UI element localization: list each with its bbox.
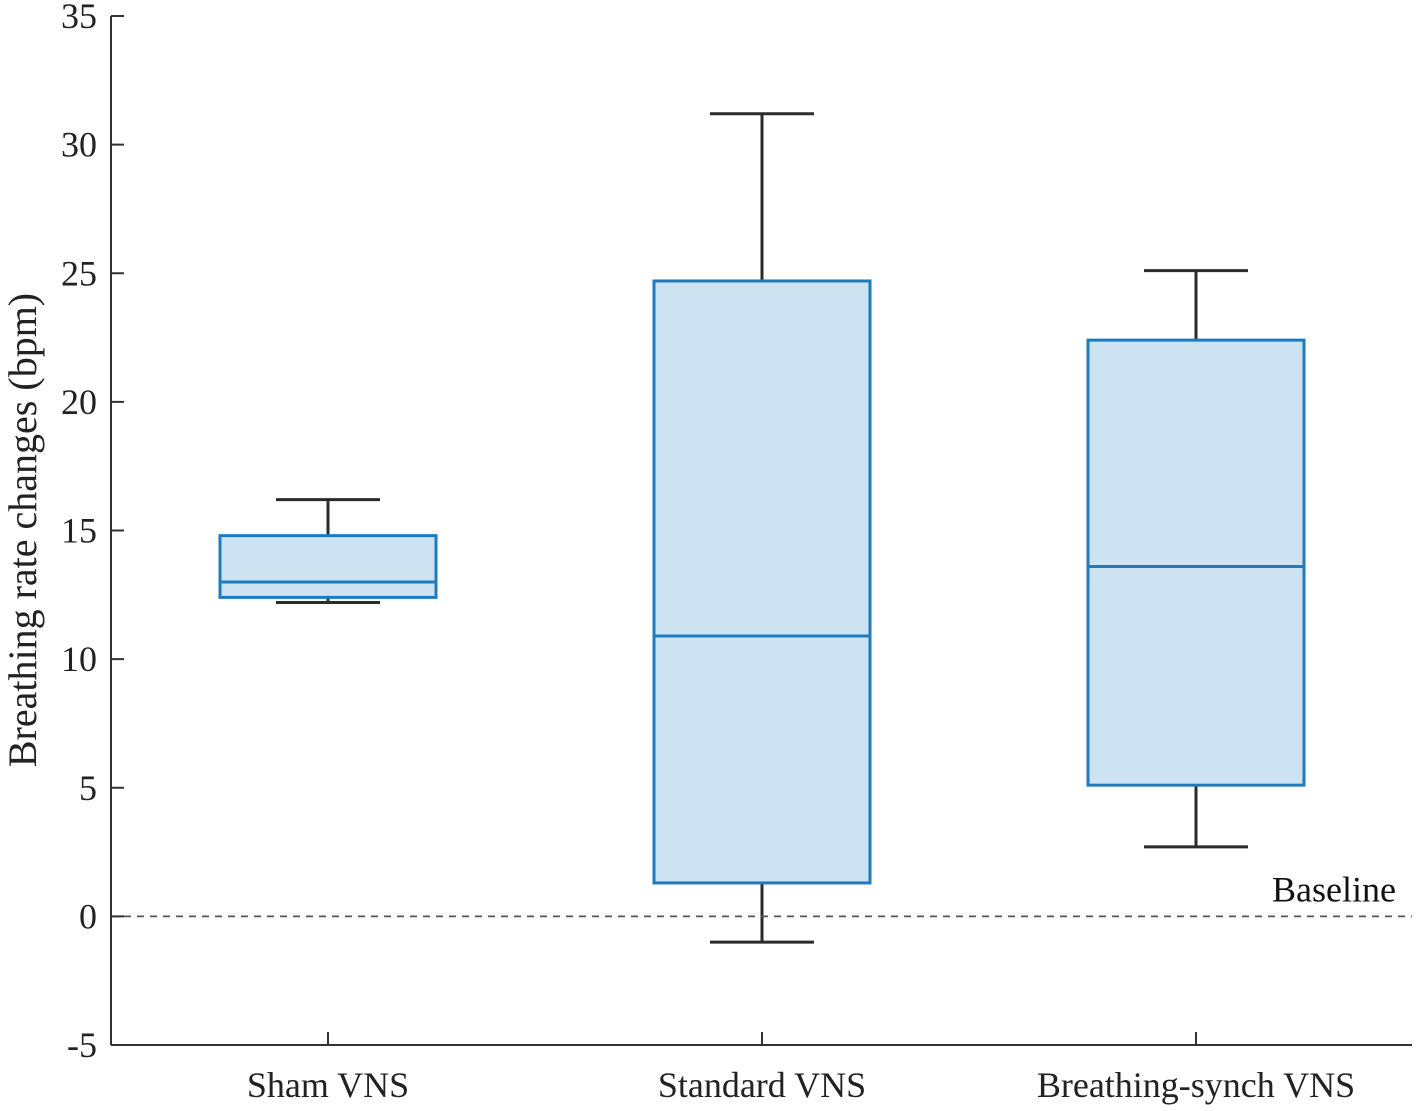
- y-tick-label: 30: [61, 125, 97, 165]
- x-tick-label: Breathing-synch VNS: [1037, 1065, 1355, 1105]
- y-tick-label: 0: [79, 896, 97, 936]
- box: [218, 534, 438, 599]
- y-tick-label: 10: [61, 639, 97, 679]
- y-tick-label: 15: [61, 511, 97, 551]
- y-axis-label: Breathing rate changes (bpm): [0, 293, 45, 767]
- y-tick-label: 35: [61, 0, 97, 36]
- y-tick-label: 5: [79, 768, 97, 808]
- y-tick-label: 25: [61, 253, 97, 293]
- y-tick-label: 20: [61, 382, 97, 422]
- plot-marks: [218, 112, 1306, 944]
- box: [652, 279, 872, 885]
- box: [1086, 338, 1306, 787]
- baseline-layer: Baseline: [111, 869, 1412, 918]
- x-tick-label: Standard VNS: [658, 1065, 866, 1105]
- baseline-label: Baseline: [1272, 869, 1396, 909]
- y-tick-label: -5: [67, 1025, 97, 1065]
- x-tick-label: Sham VNS: [247, 1065, 409, 1105]
